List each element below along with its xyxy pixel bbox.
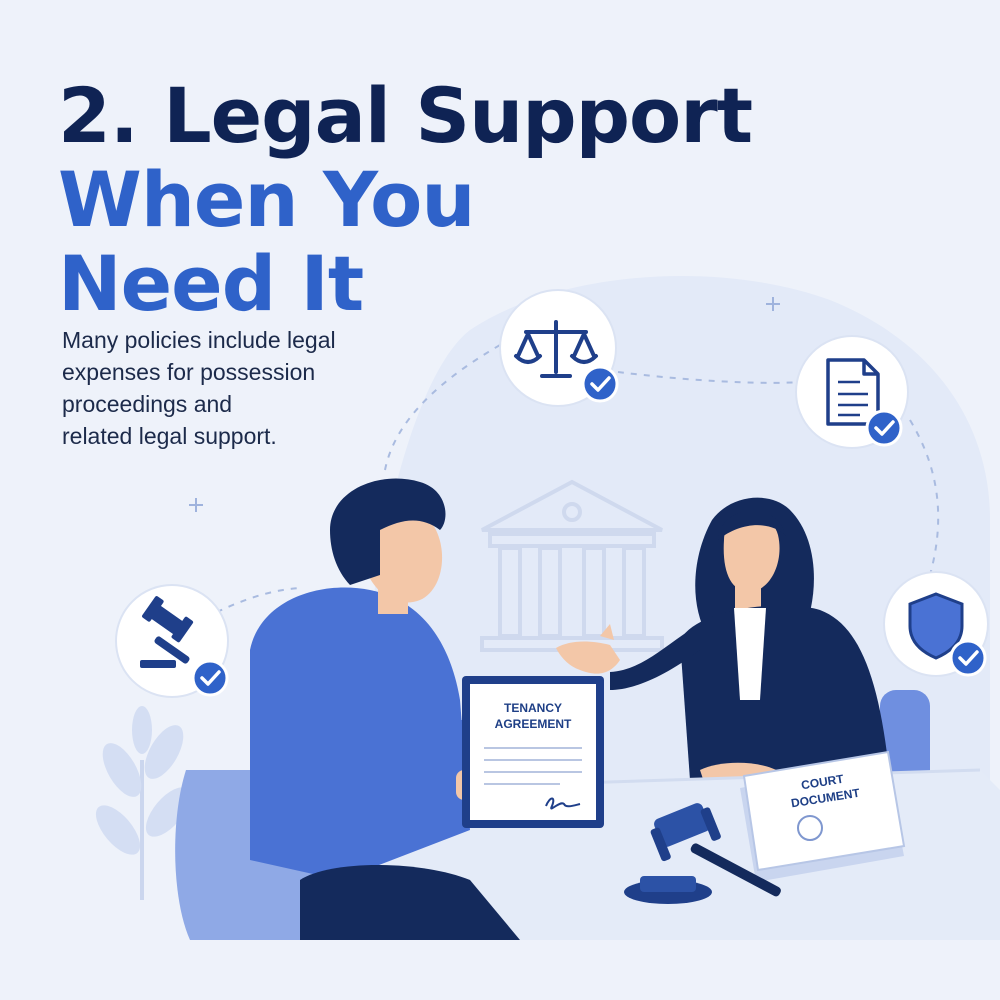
dashed-connectors [204, 344, 940, 619]
desk-gavel-icon [624, 803, 781, 904]
title-line-2: When You [58, 155, 475, 244]
check-icon [865, 409, 903, 447]
check-icon [949, 639, 987, 677]
sparkle-icons [189, 297, 780, 512]
seal-icon [797, 815, 823, 841]
title-line-1: 2. Legal Support [58, 71, 753, 160]
title-line-3: Need It [58, 239, 364, 328]
shield-badge [883, 571, 989, 677]
check-icon [581, 365, 619, 403]
document-badge [795, 335, 909, 449]
court-document: COURT DOCUMENT [740, 750, 906, 882]
scales-icon [514, 320, 598, 378]
document-icon [826, 358, 880, 426]
description-line-2: expenses for possession [62, 359, 316, 385]
plant-icon [95, 706, 191, 900]
description-line-1: Many policies include legal [62, 327, 336, 353]
page-title: 2. Legal Support When You Need It [58, 71, 753, 328]
description-line-4: related legal support. [62, 423, 277, 449]
court-label-line-1: COURT [800, 772, 845, 793]
description-text: Many policies include legal expenses for… [62, 324, 402, 452]
description-line-3: proceedings and [62, 391, 233, 417]
gavel-badge [115, 584, 229, 698]
courthouse-icon [480, 479, 664, 652]
gavel-icon [140, 596, 194, 668]
check-icon [191, 659, 229, 697]
tenancy-label-line-2: AGREEMENT [495, 717, 572, 731]
lawyer-figure [556, 497, 890, 790]
signature-icon [545, 797, 581, 810]
tenancy-label-line-1: TENANCY [504, 701, 562, 715]
scales-badge [499, 289, 619, 407]
shield-icon [908, 592, 964, 660]
tenancy-agreement-document: TENANCY AGREEMENT [462, 676, 604, 828]
